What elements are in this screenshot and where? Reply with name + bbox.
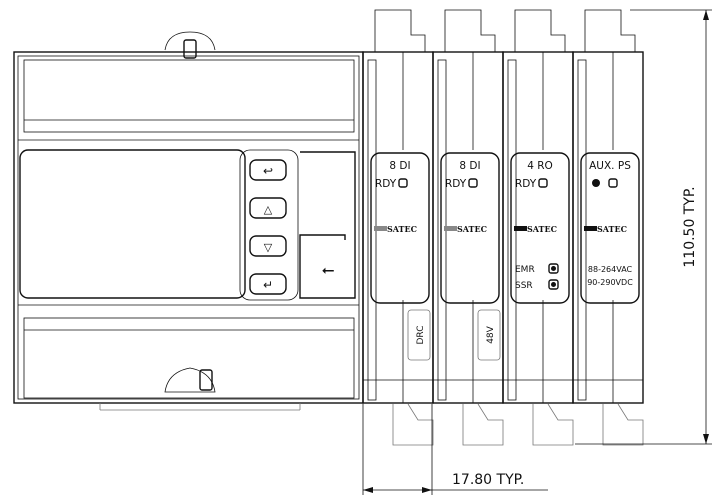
brand-logo: SATEC	[387, 224, 417, 234]
status-label: RDY	[445, 178, 467, 190]
brand-logo: SATEC	[527, 224, 557, 234]
bottom-terminal-block	[392, 403, 434, 446]
side-tag-label: DRC	[416, 325, 426, 344]
brand-logo: SATEC	[597, 224, 627, 234]
module-title: 4 RO	[527, 160, 553, 172]
status-led-icon	[608, 178, 618, 188]
relay-label: SSR	[515, 281, 533, 291]
module-title: AUX. PS	[589, 160, 631, 172]
side-tag-label: 48V	[486, 325, 496, 343]
usb-icon: ⭠	[322, 260, 335, 279]
module-label-panel	[370, 152, 430, 304]
svg-text:↵: ↵	[263, 278, 273, 292]
relay-led-icon	[548, 263, 559, 274]
main-meter-unit: ↩ △ ▽ ↵ ⭠	[13, 31, 364, 411]
relay-led-dot	[551, 282, 556, 287]
module-title: 8 DI	[459, 160, 480, 172]
io-module-4: AUX. PS SATEC 88-264VAC 90-290VDC	[572, 9, 644, 446]
power-led-icon	[592, 179, 600, 187]
bottom-terminal-block	[532, 403, 574, 446]
lcd-display	[19, 149, 246, 299]
side-tag	[477, 309, 501, 361]
status-led-icon	[468, 178, 478, 188]
brand-logo: SATEC	[457, 224, 487, 234]
relay-led-dot	[551, 266, 556, 271]
io-module-3: 4 RO RDY SATEC EMR SSR	[502, 9, 574, 446]
top-terminal-block	[444, 9, 496, 52]
status-label: RDY	[375, 178, 397, 190]
top-terminal-block	[584, 9, 636, 52]
height-dimension-label: 110.50 TYP.	[682, 186, 698, 267]
io-module-2: 8 DI RDY SATEC 48V	[432, 9, 504, 446]
width-dimension-label: 17.80 TYP.	[452, 472, 524, 488]
module-body	[572, 51, 644, 404]
satec-logo-icon	[444, 226, 457, 231]
satec-logo-icon	[514, 226, 527, 231]
status-led-icon	[538, 178, 548, 188]
status-label: RDY	[515, 178, 537, 190]
top-terminal-block	[374, 9, 426, 52]
side-tag	[407, 309, 431, 361]
button-back[interactable]: ↩	[249, 159, 287, 181]
bottom-terminal-block	[462, 403, 504, 446]
module-label-panel	[580, 152, 640, 304]
voltage-label: 90-290VDC	[587, 278, 633, 287]
relay-label: EMR	[515, 265, 535, 275]
svg-text:▽: ▽	[264, 241, 273, 254]
io-module-1: 8 DI RDY SATEC DRC	[362, 9, 434, 446]
voltage-label: 88-264VAC	[588, 265, 633, 274]
top-latch-icon	[183, 39, 197, 59]
height-dimension: 110.50 TYP.	[575, 9, 712, 445]
svg-text:↩: ↩	[263, 164, 273, 178]
module-title: 8 DI	[389, 160, 410, 172]
satec-logo-icon	[584, 226, 597, 231]
satec-logo-icon	[374, 226, 387, 231]
button-down[interactable]: ▽	[249, 235, 287, 257]
width-dimension: 17.80 TYP.	[362, 404, 548, 495]
bottom-terminal-block	[602, 403, 644, 446]
button-up[interactable]: △	[249, 197, 287, 219]
top-terminal-block	[514, 9, 566, 52]
relay-led-icon	[548, 279, 559, 290]
button-enter[interactable]: ↵	[249, 273, 287, 295]
bottom-latch-icon	[199, 369, 213, 391]
module-label-panel	[440, 152, 500, 304]
status-led-icon	[398, 178, 408, 188]
svg-text:△: △	[264, 203, 273, 216]
module-label-panel	[510, 152, 570, 304]
